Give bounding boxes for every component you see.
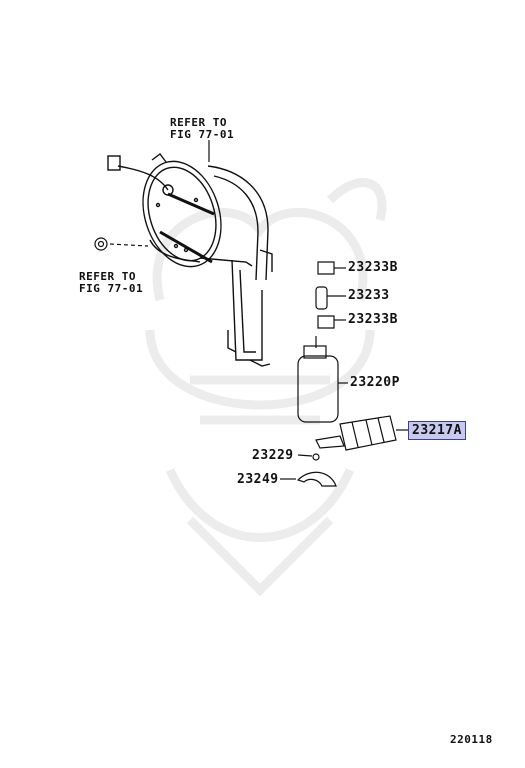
refer-line1: REFER TO	[170, 116, 227, 129]
fuel-sender-assembly	[107, 153, 273, 367]
part-label-23220p[interactable]: 23220P	[350, 375, 400, 390]
part-label-23229[interactable]: 23229	[252, 448, 294, 463]
part-label-23233[interactable]: 23233	[348, 288, 390, 303]
refer-label-bottom: REFER TO FIG 77-01	[79, 271, 143, 295]
refer-line2: FIG 77-01	[79, 282, 144, 295]
part-label-23233b-top[interactable]: 23233B	[348, 260, 398, 275]
diagram-code: 220118	[450, 733, 493, 746]
part-label-23233b-bottom[interactable]: 23233B	[348, 312, 398, 327]
part-label-23217a[interactable]: 23217A	[408, 421, 466, 440]
parts-column	[280, 261, 408, 487]
refer-line2: FIG 77-01	[170, 128, 235, 141]
part-label-23249[interactable]: 23249	[237, 472, 279, 487]
screw-part	[94, 237, 149, 251]
refer-line1: REFER TO	[79, 270, 136, 283]
refer-label-top: REFER TO FIG 77-01	[170, 117, 234, 141]
watermark-logo	[145, 178, 387, 597]
